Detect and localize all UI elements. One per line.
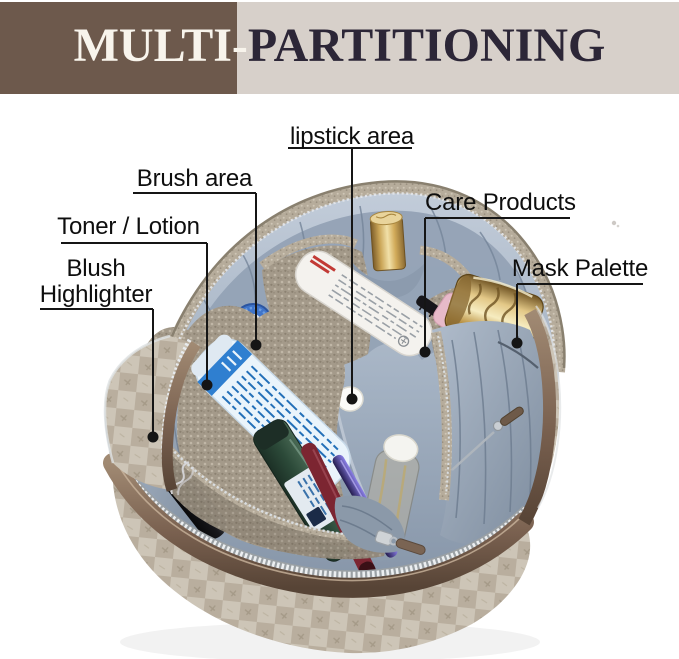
callout-lipstick-area: lipstick area	[289, 123, 415, 150]
front-shell	[103, 447, 534, 654]
callout-blush-line1: Blush	[66, 255, 126, 282]
page-title: MULTI-PARTITIONING	[0, 16, 679, 76]
lipstick-tube	[369, 210, 407, 272]
right-zipper-slope	[451, 431, 495, 471]
banner: MULTI-PARTITIONING	[0, 0, 679, 95]
right-lining-gusset	[432, 321, 548, 545]
page-title-left: MULTI-	[73, 19, 248, 72]
right-pocket-zipper	[437, 335, 450, 495]
callout-mask-palette: Mask Palette	[511, 255, 649, 282]
background-speck	[611, 220, 620, 228]
leader-toner	[61, 242, 213, 391]
zipper-pull-front	[374, 530, 426, 555]
leader-care	[419, 217, 570, 358]
pocket-tape-left	[259, 234, 358, 270]
back-rim	[164, 180, 566, 373]
callout-toner-lotion: Toner / Lotion	[57, 213, 200, 240]
right-pocket-tape	[431, 331, 452, 501]
banner-light-block	[237, 2, 679, 94]
leader-brush	[133, 192, 262, 351]
leader-blush	[40, 308, 159, 443]
callout-brush-area: Brush area	[136, 165, 253, 192]
banner-brown-block	[0, 2, 237, 94]
right-shell-edge	[518, 305, 562, 526]
zipper-pull-right	[492, 406, 524, 432]
leader-lines	[40, 147, 643, 443]
callout-blush-line2: Highlighter	[39, 281, 153, 308]
drawstring-cord	[497, 340, 539, 369]
leader-lipstick	[288, 147, 412, 405]
page-title-right: PARTITIONING	[247, 19, 606, 72]
leader-mask	[511, 283, 643, 349]
callout-care-products: Care Products	[425, 189, 576, 216]
left-flap	[103, 334, 201, 492]
